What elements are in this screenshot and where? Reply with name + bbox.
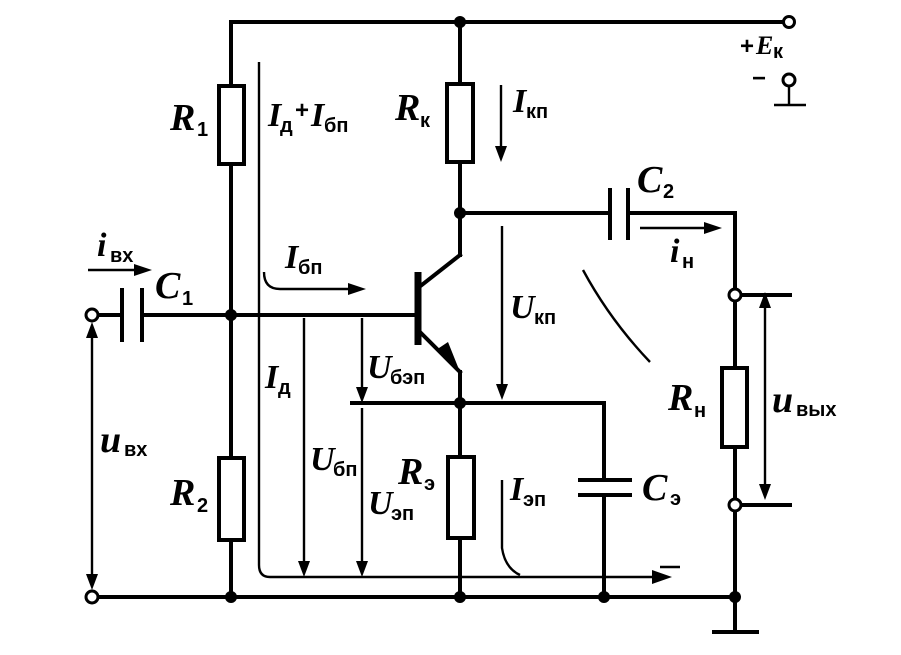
ikp-sub: кп: [526, 101, 548, 123]
re-label: R: [397, 451, 423, 493]
resistor-r1: [217, 84, 246, 166]
ibp-label: I: [284, 239, 300, 276]
iep-label: I: [509, 471, 525, 508]
wires: [90, 20, 792, 634]
output-terminal-top: [727, 287, 743, 303]
input-terminal-bottom: [84, 589, 100, 605]
ce-label: C: [642, 467, 668, 509]
ubep-sub: бэп: [390, 367, 425, 389]
junction-dot: [454, 397, 466, 409]
minus-terminal: [781, 72, 797, 88]
iep-sub: эп: [523, 489, 546, 511]
junction-dot: [454, 207, 466, 219]
r2-label: R: [169, 472, 195, 514]
junction-dot: [225, 591, 237, 603]
ibp-top-label: I: [310, 97, 326, 134]
c1-label: C: [155, 265, 181, 307]
rn-sub: н: [694, 400, 706, 422]
iin-sub: вх: [110, 245, 133, 267]
uin-sub: вх: [124, 439, 147, 461]
junction-dot: [729, 591, 741, 603]
rk-label: R: [394, 87, 420, 129]
junction-dot: [598, 591, 610, 603]
ukp-sub: кп: [534, 307, 556, 329]
uep-arrow-icon: [356, 561, 368, 577]
ubep-label: U: [367, 349, 394, 386]
ukp-label: U: [510, 289, 537, 326]
resistor-rk: [445, 82, 475, 164]
c1-sub: 1: [182, 288, 193, 310]
junctions: [225, 16, 741, 603]
iep-path: [500, 480, 521, 577]
ce-sub: э: [670, 488, 681, 510]
ikp-arrow-icon: [495, 146, 507, 162]
uout-label: u: [772, 379, 793, 421]
iload-arrow-icon: [704, 222, 722, 234]
idiv-sub: д: [280, 115, 293, 137]
resistor-re: [446, 455, 476, 540]
uout-arrow-up-icon: [759, 292, 771, 308]
r1-label: R: [169, 97, 195, 139]
c2-label: C: [637, 159, 663, 201]
base-current-arrow-icon: [348, 283, 366, 295]
supply-minus-label: −: [752, 65, 766, 92]
terminals: [84, 15, 806, 605]
transistor: [414, 252, 463, 375]
ubp-sub: бп: [333, 459, 357, 481]
junction-dot: [225, 309, 237, 321]
ukp-arrow-icon: [496, 384, 508, 400]
ibp-top-sub: бп: [324, 115, 348, 137]
resistor-r2: [217, 456, 246, 542]
uin-arrow-up-icon: [86, 322, 98, 338]
capacitors: [120, 188, 632, 497]
ubp-label: U: [310, 441, 337, 478]
rk-sub: к: [420, 110, 431, 132]
input-terminal-top: [84, 307, 100, 323]
supply-plus-label: +: [740, 33, 754, 60]
idiv-label: I: [267, 97, 283, 134]
ubp-arrow-icon: [298, 561, 310, 577]
re-sub: э: [424, 473, 435, 495]
ikp-label: I: [512, 83, 528, 120]
ubep-arrow-icon: [356, 387, 368, 403]
supply-e-label: E: [755, 31, 773, 60]
uin-label: u: [100, 419, 121, 461]
iin-arrow-icon: [134, 264, 152, 276]
id-sub: д: [278, 377, 291, 399]
iload-sub: н: [682, 251, 694, 273]
emitter-arrow-icon: [436, 342, 460, 372]
r2-sub: 2: [197, 495, 208, 517]
signal-curve: [581, 269, 651, 363]
resistors: [217, 82, 749, 542]
junction-dot: [454, 591, 466, 603]
supply-e-sub: к: [773, 41, 784, 63]
uep-label: U: [368, 485, 395, 522]
divider-current-path: [257, 62, 660, 579]
uout-arrow-down-icon: [759, 484, 771, 500]
c2-sub: 2: [663, 181, 674, 203]
supply-terminal: [782, 15, 796, 29]
annotations: [86, 62, 771, 590]
r1-sub: 1: [197, 119, 208, 141]
ibp-sub: бп: [298, 257, 322, 279]
output-terminal-bottom: [727, 497, 743, 513]
resistor-rn: [720, 366, 749, 449]
base-current-path: [262, 271, 355, 291]
junction-dot: [454, 16, 466, 28]
uout-sub: вых: [796, 399, 837, 421]
divider-current-arrow-icon: [652, 570, 672, 584]
uin-arrow-down-icon: [86, 574, 98, 590]
id-label: I: [264, 359, 280, 396]
rn-label: R: [667, 377, 693, 419]
iload-label: i: [670, 233, 680, 270]
uep-sub: эп: [391, 503, 414, 525]
labels: + E к − R 1 R 2 R к R э R н C 1 C 2 C э …: [97, 31, 837, 525]
iin-label: i: [97, 227, 107, 264]
transistor-collector: [415, 252, 463, 291]
idiv-plus: +: [295, 97, 309, 124]
